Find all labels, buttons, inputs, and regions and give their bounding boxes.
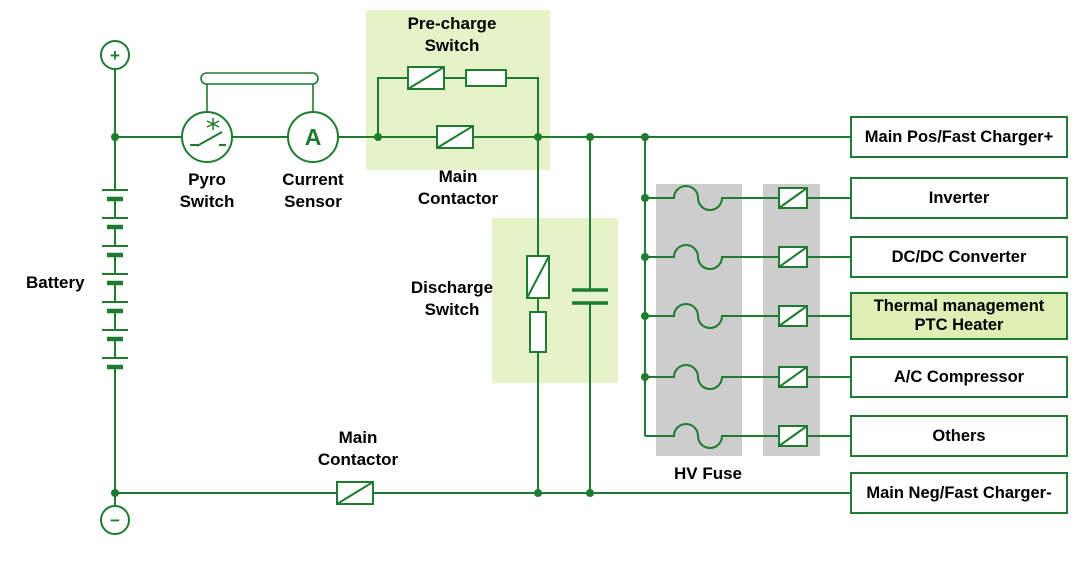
output-box-inverter: Inverter xyxy=(850,177,1068,219)
precharge-switch-label: Pre-charge Switch xyxy=(407,14,497,56)
negative-terminal-circle xyxy=(100,505,130,535)
current-sensor-label: Current Sensor xyxy=(282,170,344,212)
precharge-resistor-symbol xyxy=(465,69,507,87)
output-box-dcdc: DC/DC Converter xyxy=(850,236,1068,278)
load-contactor-ac-icon xyxy=(778,366,808,388)
branch-ac-wire xyxy=(645,364,850,390)
highlight-panels xyxy=(366,10,820,456)
branch-inverter-wire xyxy=(645,185,850,211)
main-contactor-negative-label: Main Contactor xyxy=(317,428,399,470)
load-contactor-others-icon xyxy=(778,425,808,447)
discharge-resistor-symbol xyxy=(529,311,547,353)
main-contactor-negative-symbol xyxy=(336,481,374,505)
pyro-switch-label: Pyro Switch xyxy=(179,170,235,212)
pyro-sensor-link xyxy=(200,72,319,112)
discharge-switch-label: Discharge Switch xyxy=(410,278,494,320)
load-contactor-dcdc-icon xyxy=(778,246,808,268)
output-label: Others xyxy=(932,426,986,445)
precharge-switch-symbol xyxy=(407,66,445,90)
branch-ptc-wire xyxy=(645,303,850,329)
junction-dots xyxy=(111,133,649,497)
battery-symbol xyxy=(102,69,128,506)
pyro-switch-icon xyxy=(190,118,226,147)
current-sensor-circle xyxy=(287,111,339,163)
main-contactor-positive-label: Main Contactor xyxy=(417,167,499,209)
output-label: Inverter xyxy=(928,188,990,207)
output-box-others: Others xyxy=(850,415,1068,457)
load-contactor-inverter-icon xyxy=(778,187,808,209)
discharge-switch-symbol xyxy=(526,255,550,299)
dc-link-capacitor xyxy=(572,137,608,493)
output-label: DC/DC Converter xyxy=(891,247,1027,266)
output-box-main-pos: Main Pos/Fast Charger+ xyxy=(850,116,1068,158)
battery-label: Battery xyxy=(26,273,85,292)
positive-terminal-circle xyxy=(100,40,130,70)
current-sensor-letter: A xyxy=(305,124,322,150)
output-label: Main Neg/Fast Charger- xyxy=(866,483,1052,502)
main-contactor-positive-symbol xyxy=(436,125,474,149)
output-box-main-neg: Main Neg/Fast Charger- xyxy=(850,472,1068,514)
output-label: A/C Compressor xyxy=(893,367,1025,386)
discharge-highlight xyxy=(492,218,618,383)
pyro-switch-circle xyxy=(181,111,233,163)
precharge-branch-wire xyxy=(377,77,539,137)
branch-dcdc-wire xyxy=(645,244,850,270)
hv-fuse-label: HV Fuse xyxy=(673,464,743,483)
positive-terminal-sign: + xyxy=(110,46,120,65)
output-box-ptc: Thermal management PTC Heater xyxy=(850,292,1068,340)
branch-others-wire xyxy=(645,423,850,449)
load-contactor-ptc-icon xyxy=(778,305,808,327)
output-label: Main Pos/Fast Charger+ xyxy=(864,127,1054,146)
output-label: Thermal management PTC Heater xyxy=(873,297,1045,334)
output-box-ac: A/C Compressor xyxy=(850,356,1068,398)
negative-terminal-sign: − xyxy=(110,511,120,530)
